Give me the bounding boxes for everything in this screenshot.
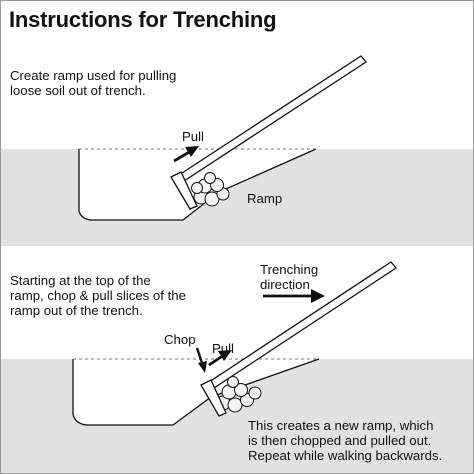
step2-text-line1: Starting at the top of the	[10, 273, 151, 288]
soil-cross-section-2	[1, 359, 473, 473]
step2-text-line2: ramp, chop & pull slices of the	[10, 288, 186, 303]
pull-arrow-1	[173, 146, 199, 163]
ramp-label: Ramp	[247, 191, 283, 206]
pull-arrow-2	[208, 350, 232, 367]
direction-label-line2: direction	[260, 277, 310, 292]
step1-text-line1: Create ramp used for pulling	[10, 68, 177, 83]
note-text-line3: Repeat while walking backwards.	[248, 448, 443, 463]
trench-outline-2	[72, 358, 320, 426]
trench-outline-1	[78, 148, 317, 221]
step2-text-line3: ramp out of the trench.	[10, 303, 143, 318]
pull-label-1: Pull	[182, 129, 204, 144]
trenching-tool-1	[170, 55, 367, 210]
note-text-line1: This creates a new ramp, which	[248, 418, 434, 433]
loose-soil-pile-1	[191, 172, 230, 207]
pull-label-2: Pull	[212, 341, 234, 356]
trenching-direction-arrow	[263, 289, 325, 303]
chop-label: Chop	[164, 332, 196, 347]
note-text-line2: is then chopped and pulled out.	[248, 433, 432, 448]
step1-text-line2: loose soil out of trench.	[10, 83, 146, 98]
page-title: Instructions for Trenching	[9, 7, 277, 32]
direction-label-line1: Trenching	[260, 262, 319, 277]
trenching-tool-2	[200, 261, 397, 417]
chop-arrow	[195, 347, 207, 373]
soil-cross-section-1	[1, 149, 473, 246]
